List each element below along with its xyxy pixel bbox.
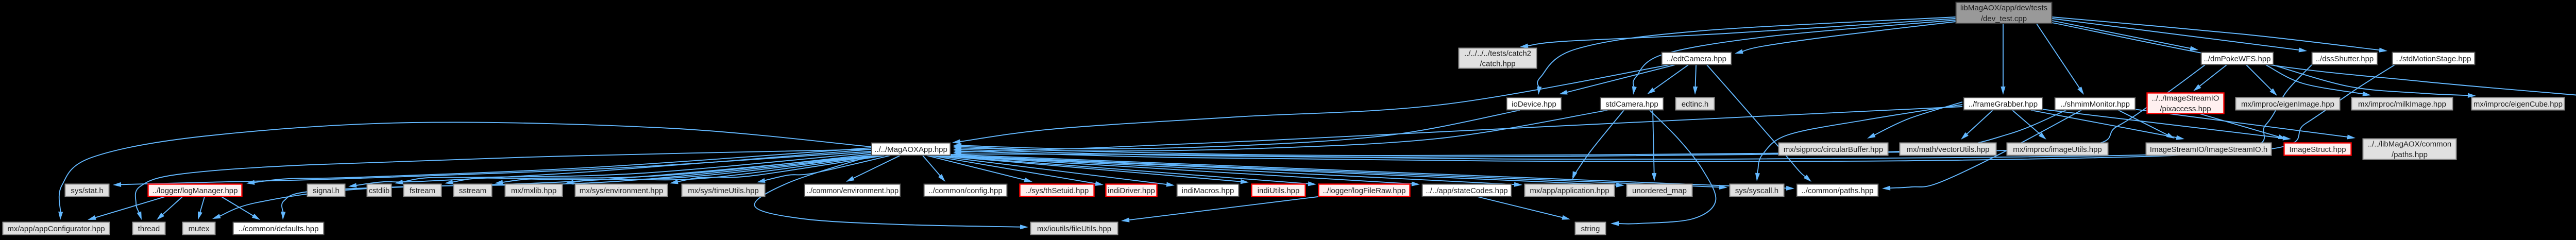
svg-text:fstream: fstream [410, 186, 435, 195]
svg-text:mx/sys/timeUtils.hpp: mx/sys/timeUtils.hpp [688, 186, 759, 195]
svg-text:mx/improc/eigenImage.hpp: mx/improc/eigenImage.hpp [2241, 100, 2334, 109]
svg-text:mx/math/vectorUtils.hpp: mx/math/vectorUtils.hpp [1907, 145, 1990, 154]
svg-text:../common/defaults.hpp: ../common/defaults.hpp [239, 225, 319, 233]
svg-text:signal.h: signal.h [313, 186, 340, 195]
svg-text:mx/sys/environment.hpp: mx/sys/environment.hpp [580, 186, 664, 195]
svg-text:indiUtils.hpp: indiUtils.hpp [1258, 186, 1300, 195]
svg-text:/paths.hpp: /paths.hpp [2392, 150, 2428, 159]
svg-text:../shmimMonitor.hpp: ../shmimMonitor.hpp [2060, 100, 2130, 109]
svg-text:ImageStruct.hpp: ImageStruct.hpp [2289, 145, 2346, 154]
svg-text:mx/improc/eigenCube.hpp: mx/improc/eigenCube.hpp [2473, 100, 2563, 109]
svg-text:../sys/thSetuid.hpp: ../sys/thSetuid.hpp [1025, 186, 1089, 195]
svg-text:../frameGrabber.hpp: ../frameGrabber.hpp [1969, 100, 2038, 109]
svg-text:../common/environment.hpp: ../common/environment.hpp [806, 186, 899, 195]
svg-text:mx/app/appConfigurator.hpp: mx/app/appConfigurator.hpp [7, 225, 105, 233]
svg-text:../../../../tests/catch2: ../../../../tests/catch2 [1464, 49, 1531, 58]
svg-text:stdCamera.hpp: stdCamera.hpp [1605, 100, 1658, 109]
svg-text:/pixaccess.hpp: /pixaccess.hpp [2160, 105, 2211, 113]
svg-text:sstream: sstream [459, 186, 486, 195]
svg-text:mx/improc/imageUtils.hpp: mx/improc/imageUtils.hpp [2013, 145, 2102, 154]
svg-text:mx/mxlib.hpp: mx/mxlib.hpp [511, 186, 556, 195]
svg-text:../../libMagAOX/common: ../../libMagAOX/common [2368, 140, 2452, 149]
svg-text:mx/ioutils/fileUtils.hpp: mx/ioutils/fileUtils.hpp [1037, 225, 1111, 233]
svg-text:edtinc.h: edtinc.h [1682, 100, 1709, 109]
svg-text:../edtCamera.hpp: ../edtCamera.hpp [1667, 55, 1726, 63]
svg-text:../common/paths.hpp: ../common/paths.hpp [1801, 186, 1873, 195]
svg-text:../dmPokeWFS.hpp: ../dmPokeWFS.hpp [2204, 55, 2270, 63]
svg-text:../../app/stateCodes.hpp: ../../app/stateCodes.hpp [1426, 186, 1507, 195]
svg-text:string: string [1581, 225, 1600, 233]
svg-text:../logger/logManager.hpp: ../logger/logManager.hpp [152, 186, 238, 195]
svg-text:unordered_map: unordered_map [1632, 186, 1687, 195]
svg-text:ioDevice.hpp: ioDevice.hpp [1512, 100, 1556, 109]
svg-text:indiDriver.hpp: indiDriver.hpp [1108, 186, 1155, 195]
svg-text:../../MagAOXApp.hpp: ../../MagAOXApp.hpp [874, 145, 947, 154]
svg-text:../logger/logFileRaw.hpp: ../logger/logFileRaw.hpp [1323, 186, 1406, 195]
svg-text:../common/config.hpp: ../common/config.hpp [928, 186, 1002, 195]
svg-text:mutex: mutex [189, 225, 210, 233]
svg-text:ImageStreamIO/ImageStreamIO.h: ImageStreamIO/ImageStreamIO.h [2150, 145, 2267, 154]
svg-text:/dev_test.cpp: /dev_test.cpp [1981, 14, 2027, 23]
svg-text:mx/improc/milkImage.hpp: mx/improc/milkImage.hpp [2358, 100, 2446, 109]
svg-text:../../ImageStreamIO: ../../ImageStreamIO [2152, 94, 2219, 103]
svg-text:../stdMotionStage.hpp: ../stdMotionStage.hpp [2396, 55, 2471, 63]
svg-text:indiMacros.hpp: indiMacros.hpp [1182, 186, 1234, 195]
svg-text:/catch.hpp: /catch.hpp [1480, 59, 1515, 68]
svg-text:libMagAOX/app/dev/tests: libMagAOX/app/dev/tests [1960, 4, 2047, 12]
svg-text:cstdlib: cstdlib [369, 186, 389, 195]
svg-text:mx/sigproc/circularBuffer.hpp: mx/sigproc/circularBuffer.hpp [1784, 145, 1883, 154]
svg-text:sys/stat.h: sys/stat.h [71, 186, 103, 195]
svg-text:sys/syscall.h: sys/syscall.h [1735, 186, 1778, 195]
svg-text:../dssShutter.hpp: ../dssShutter.hpp [2316, 55, 2374, 63]
svg-text:mx/app/application.hpp: mx/app/application.hpp [1530, 186, 1609, 195]
svg-text:thread: thread [138, 225, 160, 233]
